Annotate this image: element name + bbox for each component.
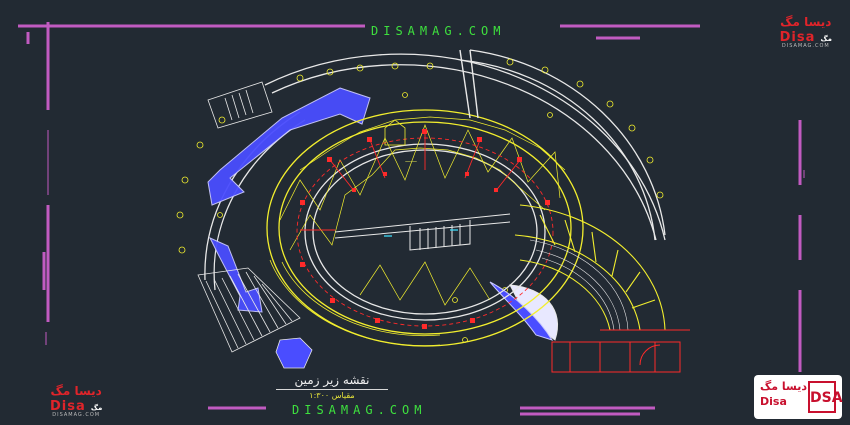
- logo-persian-text: دیسا مگ: [50, 384, 102, 398]
- badge-latin-text: Disa: [760, 395, 787, 408]
- disamag-logo-bottom-left: دیسا مگ Disa مگ DISAMAG.COM: [50, 385, 102, 418]
- watermark-url-top: DISAMAG.COM: [371, 24, 506, 38]
- southwest-stair: [197, 267, 313, 369]
- badge-mark: DSA: [808, 381, 843, 413]
- disamag-logo-top-right: دیسا مگ Disa مگ DISAMAG.COM: [780, 16, 832, 49]
- outer-site-arcs: [204, 49, 666, 291]
- east-auditorium-rows: [529, 239, 629, 331]
- badge-persian-text: دیسا مگ: [760, 380, 808, 393]
- truss-pattern: [279, 116, 566, 306]
- plan-title: نقشه زیر زمین: [294, 373, 370, 387]
- logo-domain: DISAMAG.COM: [781, 43, 830, 49]
- drawing-title-block: نقشه زیر زمین مقیاس ۱:۳۰۰: [272, 373, 392, 400]
- logo-latin-sub: مگ: [820, 35, 832, 43]
- disamag-badge: دیسا مگ Disa DSA: [754, 375, 843, 419]
- logo-domain: DISAMAG.COM: [52, 412, 101, 418]
- north-stair: [207, 81, 273, 129]
- cyan-door-marks: [384, 229, 458, 237]
- hall-tag-north: ——: [405, 158, 417, 165]
- plan-scale: مقیاس ۱:۳۰۰: [309, 391, 355, 400]
- central-corridor: [334, 213, 511, 251]
- column-markers: [300, 129, 550, 329]
- inner-west-arcs: [269, 119, 441, 347]
- title-underline: [276, 389, 388, 390]
- tree-symbols: [176, 58, 664, 343]
- logo-latin-sub: مگ: [90, 404, 103, 412]
- structural-grid: [296, 132, 554, 327]
- logo-persian-text: دیسا مگ: [780, 15, 832, 29]
- logo-latin-text: Disa: [779, 30, 816, 45]
- logo-latin-text: Disa: [50, 399, 86, 414]
- east-auditorium: [514, 204, 666, 331]
- southeast-service-block: [551, 329, 690, 373]
- north-wall-segment: [459, 49, 479, 119]
- drawing-frame: [18, 22, 802, 416]
- watermark-url-bottom: DISAMAG.COM: [292, 403, 427, 417]
- frame-ticks: [45, 130, 805, 345]
